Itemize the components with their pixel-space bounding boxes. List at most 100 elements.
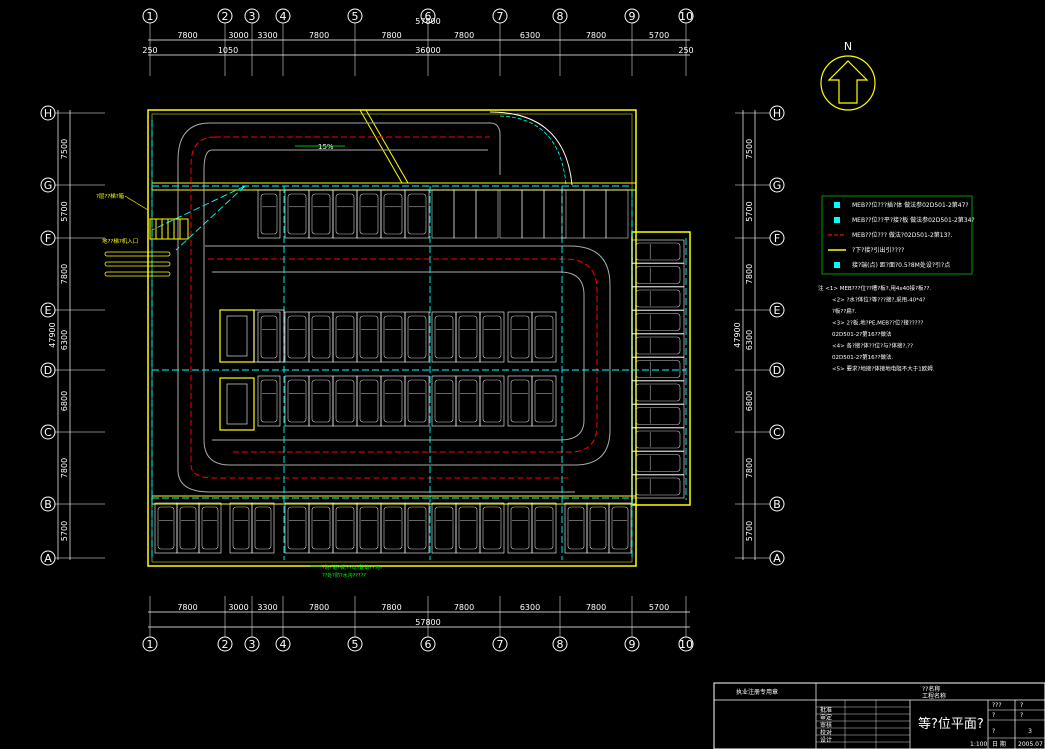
parking-stall [608, 502, 632, 554]
parking-stall [631, 451, 685, 475]
grid-label-col: 3 [249, 638, 256, 651]
bottom-dim: 5700 [649, 603, 669, 612]
top-outer-dim: 250 [142, 46, 157, 55]
parking-stall [198, 502, 222, 554]
side-dim-left: 6300 [60, 330, 69, 350]
grid-label-col: 2 [222, 10, 229, 23]
side-dim-right: 5700 [745, 201, 754, 221]
grid-label-col: 1 [147, 638, 154, 651]
grid-label-col: 6 [425, 638, 432, 651]
parking-stall [631, 333, 685, 358]
top-dim: 3000 [228, 31, 248, 40]
note-line: <4> 各?接?体??位?与?体接?,?? [832, 342, 913, 350]
stairwell-lower [219, 377, 255, 431]
bottom-note-2: ??处?防?水沟????? [322, 572, 366, 579]
grid-label-col: 10 [679, 10, 693, 23]
grid-label-row: G [773, 179, 782, 192]
side-dim-left: 7800 [60, 264, 69, 284]
grid-label-col: 8 [557, 638, 564, 651]
top-outer-dim: 36000 [415, 46, 440, 55]
parking-stall [631, 474, 685, 499]
top-dim: 7800 [309, 31, 329, 40]
north-arrow[interactable]: N [820, 40, 876, 111]
side-dim-right: 6300 [745, 330, 754, 350]
project-label: ??名称 [922, 685, 940, 693]
parking-stall [631, 239, 685, 264]
legend-label: MEB??位??? 做法?02D501-2第13?. [852, 231, 953, 239]
parking-stall [631, 286, 685, 311]
bottom-dim: 3300 [257, 603, 277, 612]
title-block-label: 审核 [820, 721, 832, 729]
parking-stalls [154, 189, 685, 554]
side-dim-right: 6800 [745, 391, 754, 411]
parking-stall [251, 502, 275, 554]
legend-item: ?下?接?引出引???? [828, 246, 904, 254]
scale: 1:100 [970, 741, 987, 748]
parking-stall [332, 311, 358, 363]
parking-stall [631, 380, 685, 405]
top-outer-dim: 1050 [218, 46, 238, 55]
grid-bubble-col-10: 10 [678, 8, 694, 24]
grid-label-col: 5 [352, 638, 359, 651]
legend: MEB??位???插?体 做法参02D501-2第47? MEB??位??平?接?… [821, 195, 975, 275]
title-block-field: ? [992, 728, 995, 735]
grid-label-row: F [45, 232, 51, 245]
legend-item: MEB??位??? 做法?02D501-2第13?. [828, 231, 953, 239]
legend-item: MEB??位???插?体 做法参02D501-2第47? [834, 201, 969, 209]
grid-label-col: 9 [629, 10, 636, 23]
title-block-label: 校对 [820, 729, 832, 737]
grid-label-col: 6 [425, 10, 432, 23]
label-left-top: ?层??梯?箱 [96, 192, 125, 200]
parking-stall [631, 427, 685, 452]
parking-stall [404, 311, 430, 363]
side-dim-left: 5700 [60, 521, 69, 541]
side-dim-left: 5700 [60, 201, 69, 221]
grid-label-col: 4 [280, 638, 287, 651]
grid-label-col: 7 [497, 638, 504, 651]
stairwell-upper [219, 309, 285, 363]
note-line: 02D501-2?第16??做法. [832, 353, 893, 361]
note-line: ?板??扁?. [832, 307, 857, 315]
date-label: 日 期 [992, 740, 1006, 748]
grid-label-row: E [774, 304, 781, 317]
grid-label-col: 7 [497, 10, 504, 23]
grid-label-row: G [44, 179, 53, 192]
note-line: 注 <1> MEB???位??槽?板?,用4x40接?板??. [818, 284, 931, 292]
grid-label-row: A [44, 552, 52, 565]
bottom-dim: 7800 [177, 603, 197, 612]
grid-label-col: 8 [557, 10, 564, 23]
side-dim-left: 6800 [60, 391, 69, 411]
legend-label: ?下?接?引出引???? [852, 246, 904, 254]
side-dim-left: 7500 [60, 139, 69, 159]
top-dim: 7800 [586, 31, 606, 40]
title-block-field: ? [1020, 712, 1023, 719]
legend-item: MEB??位??平?接?板 做法参02D501-2第34? [834, 216, 975, 224]
drawing-label: 工程名称 [922, 692, 946, 700]
top-dim: 6300 [520, 31, 540, 40]
date: 2005.07 [1018, 741, 1043, 748]
parking-stall [531, 502, 557, 554]
note-line: 02D501-2?第16??做法 [832, 330, 892, 338]
legend-label: MEB??位??平?接?板 做法参02D501-2第34? [852, 216, 975, 224]
note-line: <5> 要求?地接?体接地电阻不大于1欧姆. [832, 365, 935, 373]
title-block-label: 审定 [820, 714, 832, 722]
company-note: 执业注册专用章 [736, 688, 778, 696]
bottom-note-1: ?防?道?板,??以?建筑??为? [322, 564, 383, 571]
legend-label: MEB??位???插?体 做法参02D501-2第47? [852, 201, 969, 209]
bottom-dim: 7800 [381, 603, 401, 612]
grid-label-row: C [773, 426, 781, 439]
side-total-dim-left: 47900 [48, 322, 57, 347]
parking-stall [257, 375, 281, 427]
label-left-mid: 地??梯?机入口 [102, 237, 138, 245]
side-dim-right: 7500 [745, 139, 754, 159]
grid-label-row: B [44, 498, 52, 511]
parking-stall [531, 311, 557, 363]
side-dim-right: 7800 [745, 264, 754, 284]
grid-label-row: H [44, 107, 52, 120]
grid-label-col: 4 [280, 10, 287, 23]
parking-stall [257, 189, 281, 239]
grid-label-row: E [45, 304, 52, 317]
grid-label-col: 2 [222, 638, 229, 651]
parking-stall [404, 502, 430, 554]
